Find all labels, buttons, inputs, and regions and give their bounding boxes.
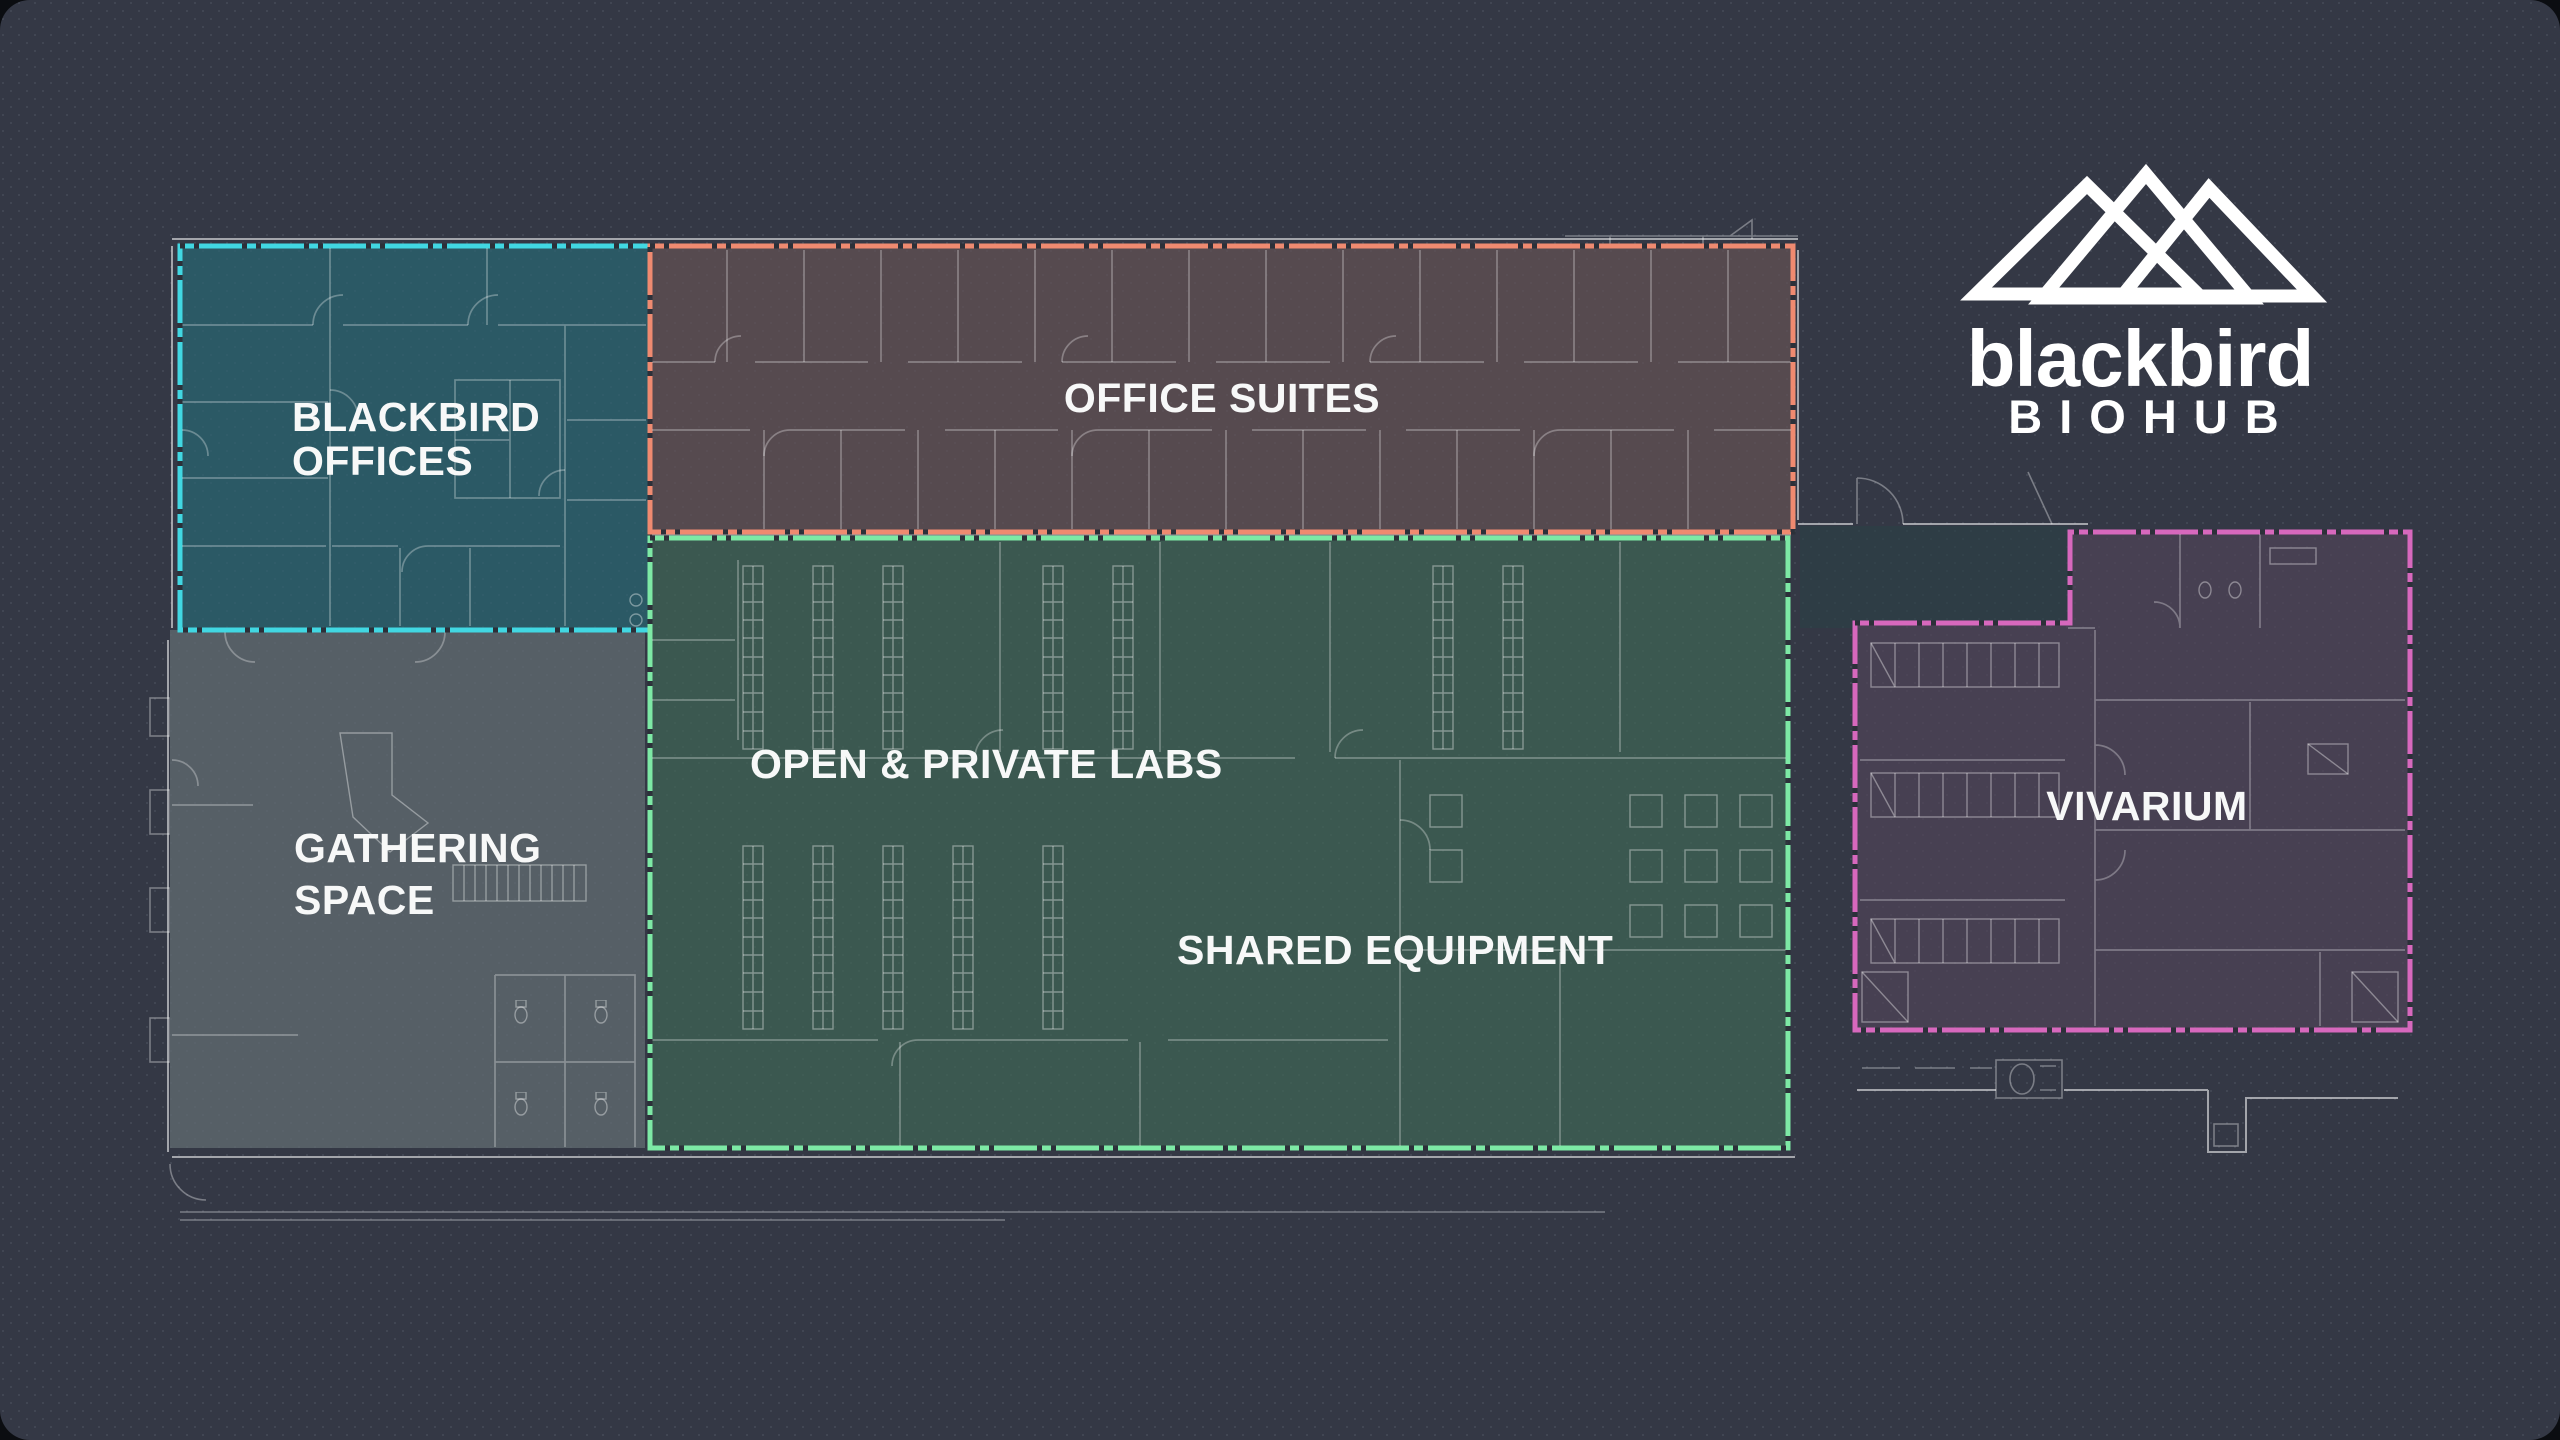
- office-suites-label: OFFICE SUITES: [1064, 375, 1380, 421]
- logo-brand-text: blackbird: [1967, 314, 2314, 403]
- logo: blackbird BIOHUB: [1960, 163, 2328, 443]
- vivarium-label: VIVARIUM: [2046, 783, 2247, 829]
- labs-label: OPEN & PRIVATE LABS: [750, 741, 1223, 787]
- logo-tagline-text: BIOHUB: [2008, 390, 2295, 443]
- mountains-icon: [1960, 163, 2328, 305]
- shared-equipment-label: SHARED EQUIPMENT: [1177, 927, 1613, 973]
